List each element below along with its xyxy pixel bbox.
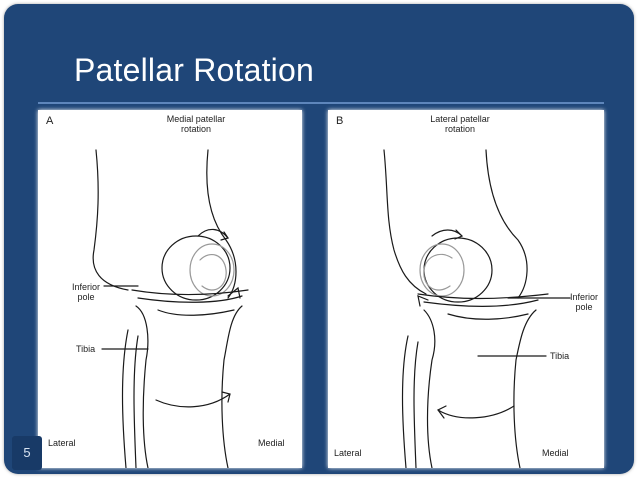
medial-label: Medial xyxy=(542,448,569,458)
panel-heading: Lateral patellar rotation xyxy=(412,114,508,134)
panel-letter: B xyxy=(336,115,344,127)
slide-number: 5 xyxy=(12,436,42,470)
figure-panel-b: B Lateral patellar rotation Inferior pol… xyxy=(328,110,604,468)
tibia-label: Tibia xyxy=(76,344,96,354)
slide: Patellar Rotation xyxy=(4,4,634,474)
knee-illustration-b xyxy=(383,149,571,468)
inferior-pole-line: pole xyxy=(575,302,593,312)
lateral-label: Lateral xyxy=(334,448,362,458)
inferior-pole-label: Inferior pole xyxy=(66,282,106,302)
inferior-pole-line: Inferior xyxy=(71,282,100,292)
inferior-pole-line: Inferior xyxy=(569,292,598,302)
medial-label: Medial xyxy=(258,438,285,448)
panel-heading-line: Medial patellar xyxy=(166,114,226,124)
panel-heading-line: Lateral patellar xyxy=(430,114,490,124)
panel-heading-line: rotation xyxy=(444,124,476,134)
panel-heading: Medial patellar rotation xyxy=(148,114,244,134)
knee-illustration-a xyxy=(92,149,249,468)
lateral-label: Lateral xyxy=(48,438,76,448)
panel-heading-line: rotation xyxy=(180,124,212,134)
title-divider xyxy=(38,102,604,104)
inferior-pole-label: Inferior pole xyxy=(564,292,604,312)
slide-title: Patellar Rotation xyxy=(74,52,314,88)
panel-letter: A xyxy=(46,115,54,127)
figure-panel-a: A Medial patellar rotation Inferior pole… xyxy=(38,110,302,468)
inferior-pole-line: pole xyxy=(77,292,95,302)
tibia-label: Tibia xyxy=(550,351,570,361)
